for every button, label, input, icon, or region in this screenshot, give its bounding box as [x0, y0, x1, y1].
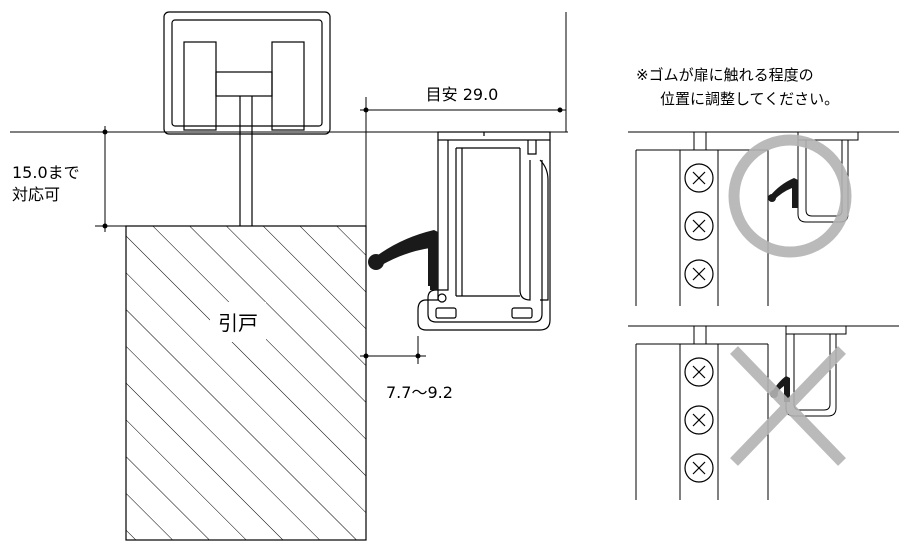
screw-icon [684, 163, 714, 193]
width-dimension-label: 目安 29.0 [426, 85, 499, 104]
door-label: 引戸 [218, 311, 258, 335]
sliding-door [125, 225, 367, 541]
rubber-seal-correct [768, 178, 798, 208]
height-dimension-label-2: 対応可 [12, 185, 60, 204]
height-dimension [95, 126, 126, 232]
screw-icons-top [684, 163, 714, 289]
gap-dimension [360, 250, 426, 364]
screw-icon [684, 259, 714, 289]
screw-icon [684, 453, 714, 483]
hanger-rail [163, 11, 331, 226]
screw-icon [684, 357, 714, 387]
screw-icon [684, 405, 714, 435]
screw-icons-bottom [684, 357, 714, 483]
circle-mark [728, 134, 852, 258]
correct-example-panel [628, 131, 899, 306]
height-dimension-label-1: 15.0まで [12, 163, 80, 182]
rubber-seal [368, 230, 438, 290]
note-line-2: 位置に調整してください。 [660, 90, 839, 108]
width-dimension [360, 97, 566, 116]
note-line-1: ※ゴムが扉に触れる程度の [636, 66, 814, 84]
screw-icon [684, 211, 714, 241]
main-section: 引戸 15.0まで 対応可 目安 29.0 [10, 11, 568, 541]
cross-mark [730, 346, 846, 466]
gap-dimension-label: 7.7～9.2 [386, 383, 453, 402]
seal-profile [417, 131, 551, 331]
incorrect-example-panel [628, 325, 899, 500]
